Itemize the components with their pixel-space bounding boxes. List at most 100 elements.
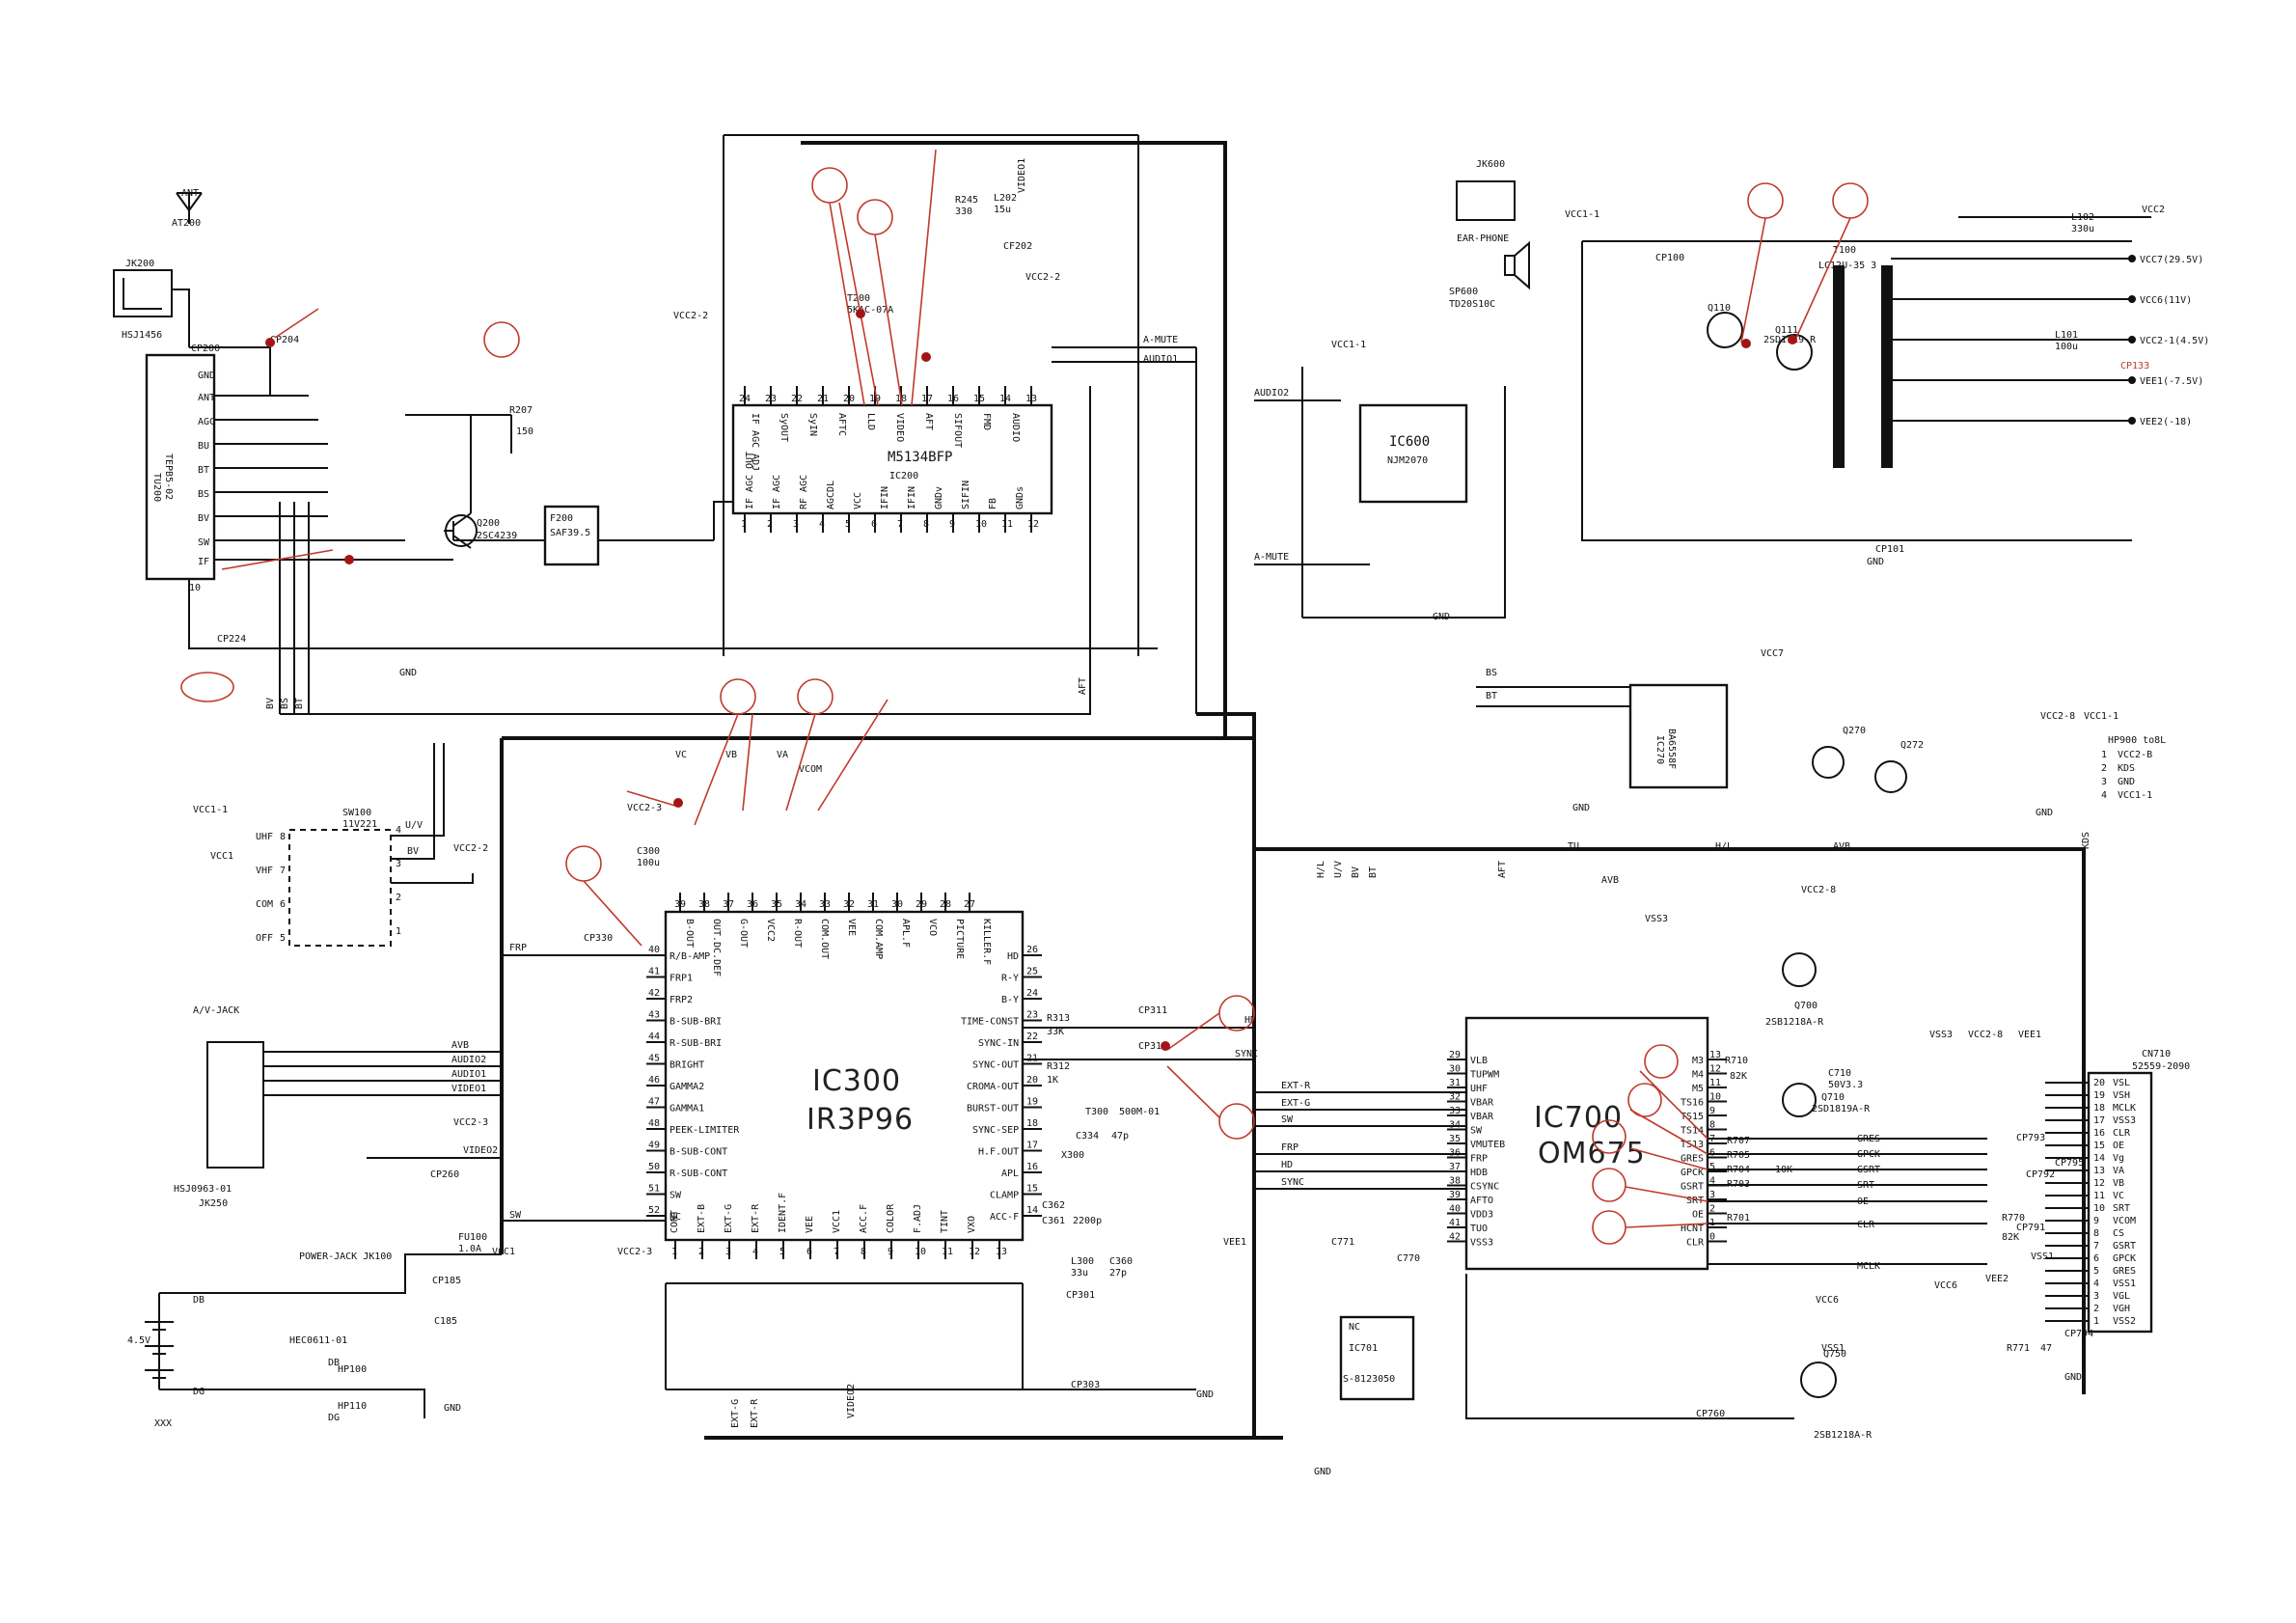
r771-ref: R771 [2007, 1343, 2030, 1354]
ic700-pin-number: 5 [1709, 1162, 1715, 1172]
ic200-pin-number: 6 [871, 519, 877, 530]
ic270-box [1628, 683, 1729, 789]
cn710-pin-name: Vg [2113, 1153, 2124, 1164]
ic700-part: OM675 [1538, 1137, 1646, 1170]
ic300-pin-number: 38 [698, 899, 710, 910]
bt-ic700: BT [1368, 867, 1379, 878]
cn710-pin-name: GPCK [2113, 1253, 2136, 1264]
ic700-pin-name: GRES [1681, 1154, 1704, 1165]
ic200-box [731, 403, 1053, 515]
r207-value: 150 [516, 426, 533, 437]
vee1-ic300: VEE1 [1223, 1237, 1246, 1248]
ic300-pin-name: GAMMA1 [670, 1104, 704, 1114]
ic300-pin-name: B-SUB-CONT [670, 1147, 727, 1158]
ic700-section: IC700 OM675 29VLB30TUPWM31UHF32VBAR33VBA… [1254, 861, 1987, 1477]
q750-part: 2SB1218A-R [1814, 1430, 1872, 1441]
ic300-pin-number: 19 [1026, 1097, 1038, 1108]
q700-ref: Q700 [1794, 1001, 1818, 1011]
ic701-section: NC IC701 S-8123050 [1339, 1315, 1415, 1401]
c771-ref: C771 [1331, 1237, 1354, 1248]
vcc2-label: VCC2 [2142, 205, 2165, 215]
ic700-pin-number: 29 [1449, 1050, 1461, 1060]
mclk-out: MCLK [1857, 1261, 1880, 1272]
vcc2-2-ic200: VCC2-2 [1025, 272, 1060, 283]
ic700-pin-name: OE [1692, 1210, 1704, 1221]
ic300-part: IR3P96 [806, 1103, 914, 1137]
ic300-pin-name: ACC.F [859, 1204, 869, 1233]
ic700-pin-name: VLB [1470, 1056, 1488, 1066]
cn710-pin-number: 19 [2093, 1090, 2105, 1101]
cn710-pin-number: 13 [2093, 1166, 2105, 1176]
ic300-pin-number: 9 [888, 1247, 893, 1257]
ic200-pin-name: GNDs [1015, 486, 1025, 509]
cn710-pin-name: VSL [2113, 1078, 2130, 1088]
q750-ref: Q750 [1823, 1349, 1846, 1360]
cn710-pin-name: VSS3 [2113, 1115, 2136, 1126]
power-jack-label: POWER-JACK JK100 [299, 1252, 392, 1262]
ic200-pin-name: FMD [981, 413, 992, 430]
battery-icon [145, 1293, 174, 1389]
ic300-pin-name: R-SUB-BRI [670, 1038, 722, 1049]
ic270-part: BA6558F [1666, 729, 1677, 769]
sw100-ref: SW100 [342, 808, 371, 818]
tuner-pin-sw: SW [198, 537, 210, 548]
red-dot [344, 555, 354, 564]
ic300-pin-name: APL.F [900, 919, 911, 948]
t300-ref: T300 [1085, 1107, 1108, 1117]
sw100-position-label: OFF [256, 933, 273, 944]
ic200-pin-number: 4 [819, 519, 825, 530]
t300-part: 500M-01 [1119, 1107, 1160, 1117]
ic300-pin-number: 27 [964, 899, 975, 910]
ic700-pin-name: VBAR [1470, 1098, 1494, 1109]
c361-value: 2200p [1073, 1216, 1102, 1226]
ic700-pin-name: HDB [1470, 1168, 1488, 1178]
ic700-pin-name: SRT [1686, 1196, 1704, 1206]
ic300-pin-number: 49 [648, 1141, 660, 1151]
ic700-pin-name: M5 [1692, 1084, 1704, 1094]
ic300-pin-name: TINT [940, 1210, 950, 1233]
hp900-pin-name: VCC1-1 [2118, 790, 2152, 801]
ic200-pin-name: VCC [853, 492, 863, 509]
red-circle [1218, 995, 1255, 1032]
cn710-part: 52559-2090 [2132, 1061, 2190, 1072]
ic700-right-pins: 13M312M411M510TS169TS158TS147TS136GRES5G… [1681, 1050, 1727, 1249]
vcc6-cn: VCC6 [1934, 1280, 1957, 1291]
clr-out: CLR [1857, 1220, 1875, 1230]
av-jack-label: A/V-JACK [193, 1005, 239, 1016]
l101-ref: L101 [2055, 330, 2078, 341]
db-net: DB [193, 1295, 205, 1306]
cn710-pin-number: 15 [2093, 1141, 2105, 1151]
cn710-pin-name: SRT [2113, 1203, 2130, 1214]
r710-value: 82K [1730, 1071, 1747, 1082]
sw100-pin-number: 3 [396, 859, 401, 869]
ic300-pin-name: CLAMP [990, 1191, 1019, 1201]
audio1-net: AUDIO1 [1143, 354, 1178, 365]
cn710-pin-number: 11 [2093, 1191, 2105, 1201]
gnd-audio: GND [1433, 612, 1450, 622]
ic300-pin-name: EXT-G [724, 1204, 734, 1233]
cn710-pin-number: 17 [2093, 1115, 2105, 1126]
sw100-pin-number: 7 [280, 866, 286, 876]
q110-ref: Q110 [1708, 303, 1731, 314]
cp791-label: CP791 [2016, 1223, 2045, 1233]
ic300-pin-number: 42 [648, 988, 660, 999]
ic700-pin-number: 13 [1709, 1050, 1721, 1060]
r707-ref: R707 [1727, 1136, 1750, 1146]
q111-transistor [1776, 334, 1813, 371]
tu-net: TU [1568, 841, 1579, 852]
ic300-pin-name: NC [670, 1212, 681, 1223]
ic200-pin-name: AGCDL [826, 481, 836, 509]
sync-ic700: SYNC [1281, 1177, 1304, 1188]
ic270-section: IC270 BA6558F BS BT VCC7 Q270 Q272 GND T… [1476, 648, 1924, 852]
ic300-pin-name: FRP1 [670, 974, 693, 984]
hp900-pin-number: 2 [2101, 763, 2107, 774]
ic300-pin-name: CONT [670, 1210, 680, 1233]
r771-value: 47 [2040, 1343, 2052, 1354]
q270-transistor [1812, 746, 1845, 779]
power-output-label: VEE1(-7.5V) [2140, 376, 2203, 387]
f200-filter [543, 505, 600, 566]
r312-value: 1K [1047, 1075, 1058, 1086]
red-dot [1161, 1041, 1170, 1051]
ic300-ref: IC300 [812, 1064, 901, 1098]
